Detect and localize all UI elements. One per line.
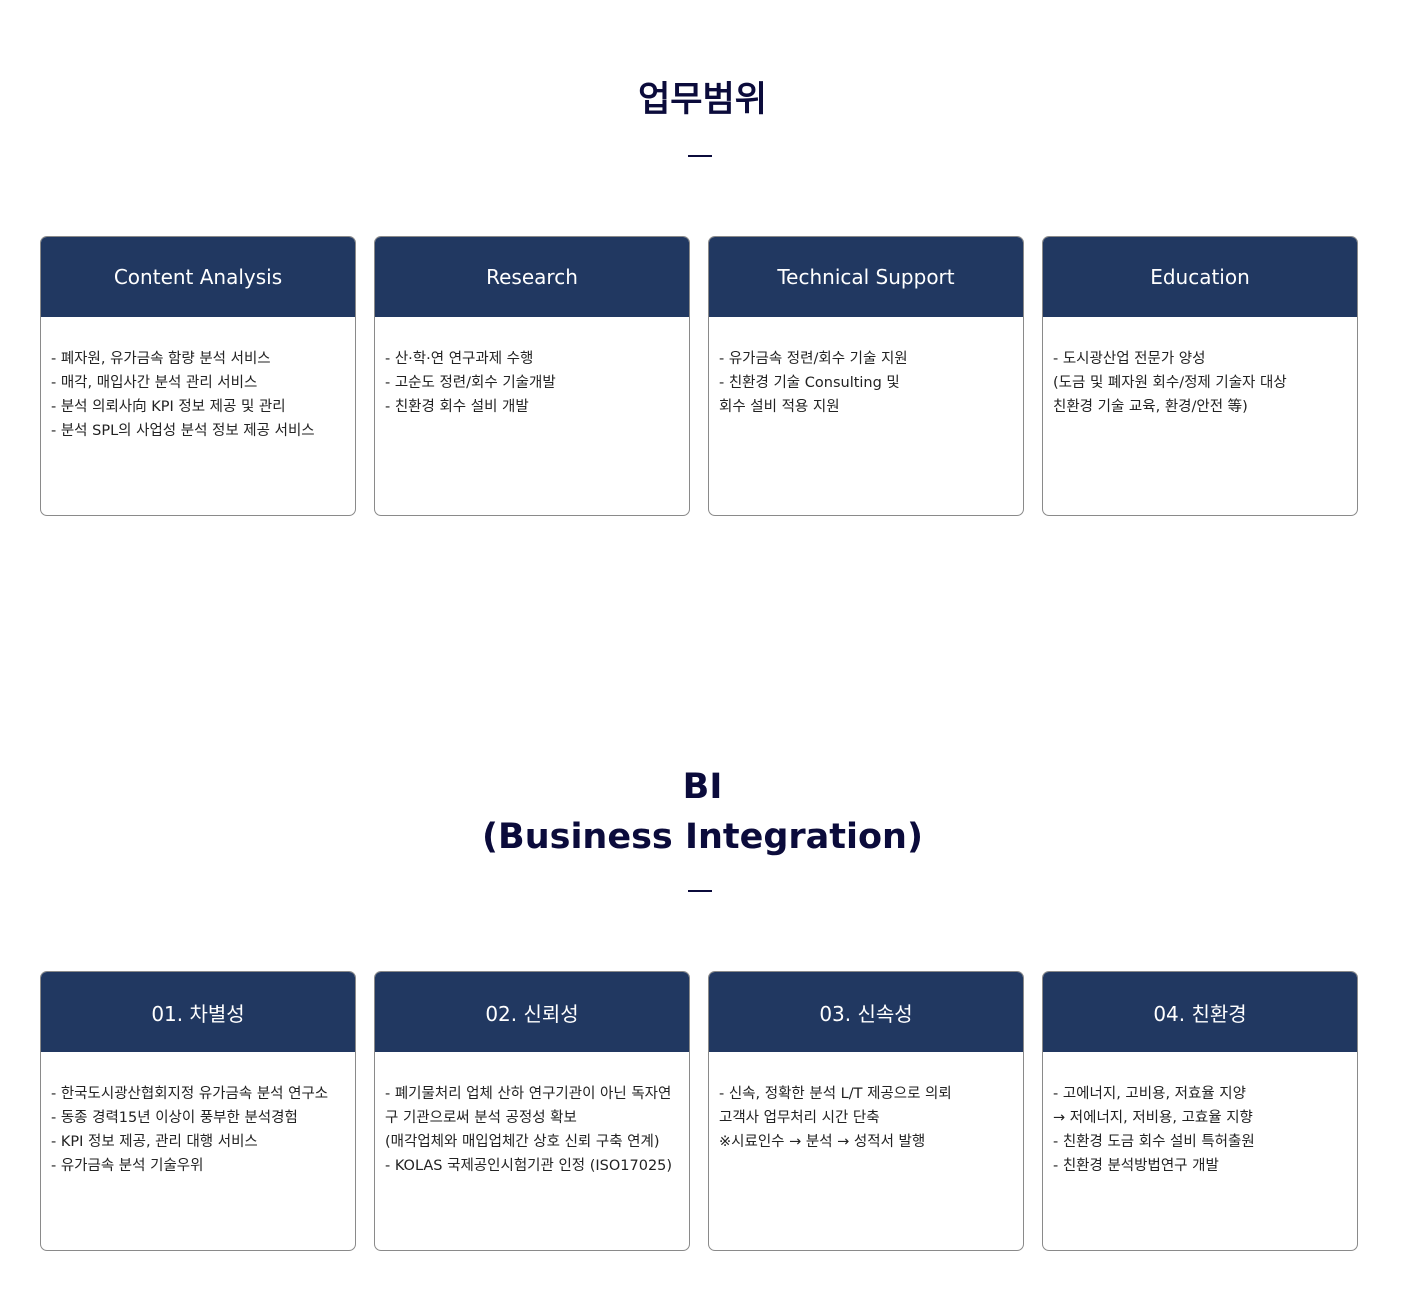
card-line: (도금 및 폐자원 회수/정제 기술자 대상: [1053, 375, 1287, 391]
card-line: ※시료인수 → 분석 → 성적서 발행: [719, 1134, 926, 1150]
info-card: 01. 차별성 - 한국도시광산협회지정 유가금속 분석 연구소 - 동종 경력15…: [40, 971, 356, 1251]
card-title: 04. 친환경: [1043, 972, 1357, 1052]
info-card: Education - 도시광산업 전문가 양성 (도금 및 폐자원 회수/정제 기…: [1042, 236, 1358, 516]
card-line: - 고순도 정련/회수 기술개발: [385, 375, 556, 391]
card-title: Education: [1043, 237, 1357, 317]
card-body: - 폐기물처리 업체 산하 연구기관이 아닌 독자연구 기관으로써 분석 공정성…: [375, 1052, 689, 1178]
card-line: - 폐자원, 유가금속 함량 분석 서비스: [51, 351, 271, 367]
card-line: - KPI 정보 제공, 관리 대행 서비스: [51, 1134, 258, 1150]
info-card: Research- 산·학·연 연구과제 수행- 고순도 정련/회수 기술개발-…: [374, 236, 690, 516]
section-title-scope: 업무범위: [638, 80, 767, 120]
info-card: 02. 신뢰성 - 폐기물처리 업체 산하 연구기관이 아닌 독자연구 기관으로써…: [374, 971, 690, 1251]
card-line: - 분석 의뢰사向 KPI 정보 제공 및 관리: [51, 399, 286, 415]
bi-title-line1: BI: [682, 767, 723, 807]
card-line: - 매각, 매입사간 분석 관리 서비스: [51, 375, 258, 391]
info-card: Content Analysis - 폐자원, 유가금속 함량 분석 서비스 - 매…: [40, 236, 356, 516]
card-title: 02. 신뢰성: [375, 972, 689, 1052]
info-card: Technical Support - 유가금속 정련/회수 기술 지원 - 친환경…: [708, 236, 1024, 516]
card-line: - KOLAS 국제공인시험기관 인정 (ISO17025): [385, 1158, 673, 1174]
card-line: 고객사 업무처리 시간 단축: [719, 1110, 880, 1126]
card-body: - 폐자원, 유가금속 함량 분석 서비스 - 매각, 매입사간 분석 관리 서비…: [41, 317, 355, 443]
section-title-bi: BI (Business Integration): [0, 762, 1405, 862]
card-line: - 친환경 분석방법연구 개발: [1053, 1158, 1219, 1174]
card-line: - 산·학·연 연구과제 수행: [385, 351, 534, 367]
card-line: → 저에너지, 저비용, 고효율 지향: [1053, 1110, 1253, 1126]
card-line: - 유가금속 분석 기술우위: [51, 1158, 204, 1174]
card-line: - 신속, 정확한 분석 L/T 제공으로 의뢰: [719, 1086, 952, 1102]
bi-cards: 01. 차별성 - 한국도시광산협회지정 유가금속 분석 연구소 - 동종 경력15…: [40, 971, 1358, 1251]
card-line: - 고에너지, 고비용, 저효율 지양: [1053, 1086, 1246, 1102]
card-title: 03. 신속성: [709, 972, 1023, 1052]
card-line: - 친환경 회수 설비 개발: [385, 399, 529, 415]
card-title: Content Analysis: [41, 237, 355, 317]
card-body: - 한국도시광산협회지정 유가금속 분석 연구소 - 동종 경력15년 이상이 풍…: [41, 1052, 355, 1178]
card-title: Technical Support: [709, 237, 1023, 317]
card-body: - 산·학·연 연구과제 수행 - 고순도 정련/회수 기술개발 - 친환경 회수 …: [375, 317, 689, 419]
card-line: - 분석 SPL의 사업성 분석 정보 제공 서비스: [51, 423, 315, 439]
card-line: - 친환경 도금 회수 설비 특허출원: [1053, 1134, 1255, 1150]
card-body: - 고에너지, 고비용, 저효율 지양 → 저에너지, 저비용, 고효율 지향 - …: [1043, 1052, 1357, 1178]
card-line: - 한국도시광산협회지정 유가금속 분석 연구소: [51, 1086, 329, 1102]
card-line: - 폐기물처리 업체 산하 연구기관이 아닌 독자연구 기관으로써 분석 공정성…: [385, 1086, 672, 1126]
card-line: (매각업체와 매입업체간 상호 신뢰 구축 연계): [385, 1134, 660, 1150]
card-line: 회수 설비 적용 지원: [719, 399, 840, 415]
card-line: - 유가금속 정련/회수 기술 지원: [719, 351, 908, 367]
bi-title-line2: (Business Integration): [482, 817, 923, 857]
card-line: - 도시광산업 전문가 양성: [1053, 351, 1206, 367]
card-title: Research: [375, 237, 689, 317]
card-title: 01. 차별성: [41, 972, 355, 1052]
scope-cards: Content Analysis - 폐자원, 유가금속 함량 분석 서비스 - 매…: [40, 236, 1358, 516]
info-card: 04. 친환경 - 고에너지, 고비용, 저효율 지양 → 저에너지, 저비용, 고…: [1042, 971, 1358, 1251]
card-line: - 동종 경력15년 이상이 풍부한 분석경험: [51, 1110, 298, 1126]
card-line: - 친환경 기술 Consulting 및: [719, 375, 900, 391]
title-divider: [688, 155, 712, 157]
card-line: 친환경 기술 교육, 환경/안전 等): [1053, 399, 1248, 415]
title-divider: [688, 890, 712, 892]
